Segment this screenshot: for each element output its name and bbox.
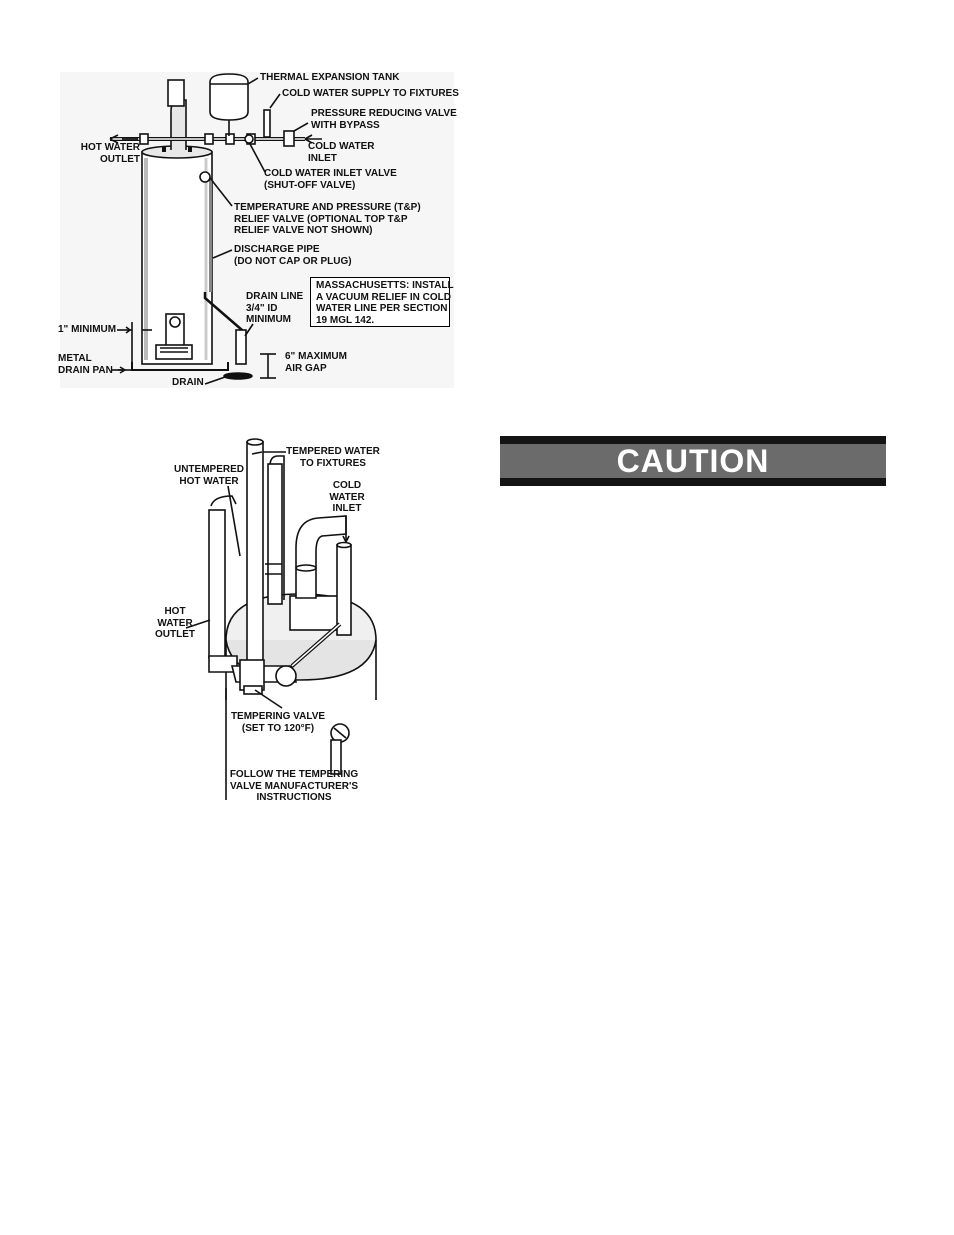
tp-relief-valve-label: TEMPERATURE AND PRESSURE (T&P) RELIEF VA… xyxy=(234,202,421,236)
cold-water-inlet-label-2: COLD WATER INLET xyxy=(329,480,365,514)
caution-banner: CAUTION xyxy=(500,436,886,486)
pressure-reducing-valve-label: PRESSURE REDUCING VALVE WITH BYPASS xyxy=(311,108,457,131)
drain-label: DRAIN xyxy=(172,377,204,388)
follow-instructions-label: FOLLOW THE TEMPERING VALVE MANUFACTURER'… xyxy=(229,769,359,803)
metal-drain-pan-label: METAL DRAIN PAN xyxy=(58,353,113,376)
discharge-pipe-label: DISCHARGE PIPE (DO NOT CAP OR PLUG) xyxy=(234,244,352,267)
tank-top xyxy=(225,593,377,700)
untempered-hot-water-label: UNTEMPERED HOT WATER xyxy=(173,464,244,487)
massachusetts-note-box: MASSACHUSETTS: INSTALL A VACUUM RELIEF I… xyxy=(310,277,454,327)
water-heater-tank xyxy=(141,145,213,365)
tempering-valve-inset xyxy=(330,723,350,775)
tempering-valve-label: TEMPERING VALVE (SET TO 120°F) xyxy=(230,711,326,734)
tempered-water-label: TEMPERED WATER TO FIXTURES xyxy=(286,446,380,469)
cold-water-supply-label: COLD WATER SUPPLY TO FIXTURES xyxy=(282,88,459,99)
drain-line-label: DRAIN LINE 3/4" ID MINIMUM xyxy=(246,291,304,325)
hot-water-outlet-label: HOT WATER OUTLET xyxy=(80,142,140,165)
caution-text: CAUTION xyxy=(616,443,770,479)
water-heater-installation-diagram xyxy=(60,72,454,388)
cold-water-inlet-valve-label: COLD WATER INLET VALVE (SHUT-OFF VALVE) xyxy=(264,168,397,191)
one-inch-minimum-label: 1" MINIMUM xyxy=(58,324,117,335)
caution-banner-band xyxy=(500,444,886,478)
hot-water-outlet-label-2: HOT WATER OUTLET xyxy=(155,606,195,640)
massachusetts-note-text: MASSACHUSETTS: INSTALL A VACUUM RELIEF I… xyxy=(316,280,454,326)
air-gap-label: 6" MAXIMUM AIR GAP xyxy=(285,351,347,374)
cold-water-inlet-label: COLD WATER INLET xyxy=(308,141,375,164)
thermal-expansion-tank xyxy=(209,73,249,136)
vent-flue xyxy=(289,515,347,631)
thermal-expansion-tank-label: THERMAL EXPANSION TANK xyxy=(260,72,400,83)
